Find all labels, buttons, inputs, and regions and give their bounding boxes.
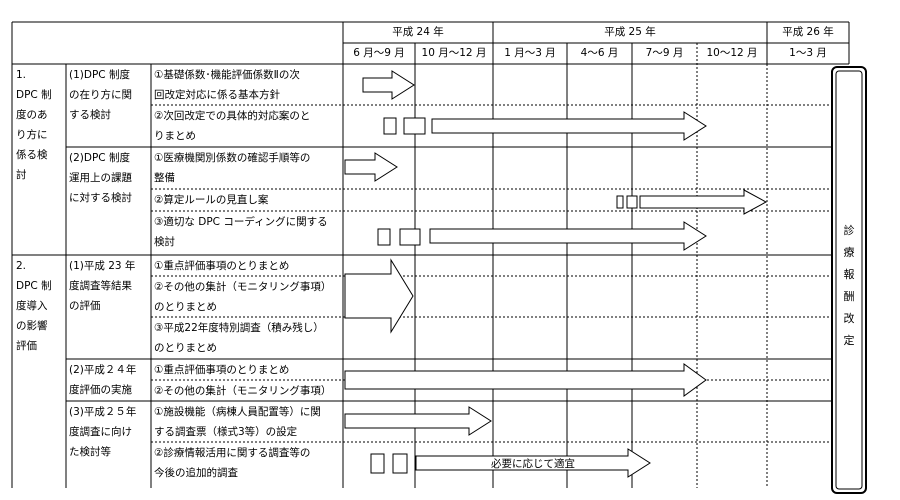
schedule-arrow [639, 189, 768, 215]
item-2-1-3: ③平成22年度特別調査（積み残し） のとりまとめ [154, 322, 324, 354]
period-label: 1 月～3 月 [504, 47, 556, 59]
schedule-arrow [429, 221, 707, 251]
period-label: 1～3 月 [789, 47, 827, 59]
item-1-1-1: ①基礎係数･機能評価係数Ⅱの次 回改定対応に係る基本方針 [154, 69, 300, 101]
schedule-arrow [362, 70, 415, 100]
period-box [370, 453, 385, 474]
period-box [616, 195, 624, 209]
revision-label: 診 療 報 酬 改 定 [843, 224, 855, 347]
arrow-note: 必要に応じて適宜 [491, 458, 575, 470]
schedule-arrow [431, 111, 707, 141]
item-1-2-2: ②算定ルールの見直し案 [154, 194, 269, 206]
period-label: 10 月～12 月 [421, 47, 487, 59]
revision-frame-inner [835, 70, 863, 490]
item-2-1-1: ①重点評価事項のとりまとめ [154, 260, 290, 272]
group-1-2-label: (2)DPC 制度 運用上の課題 に対する検討 [69, 152, 132, 204]
period-box [626, 195, 638, 209]
schedule-arrow [415, 448, 651, 478]
schedule-arrow [344, 363, 707, 397]
group-2-1-label: (1)平成 23 年 度調査等結果 の評価 [69, 260, 136, 312]
period-box [403, 117, 426, 135]
section-2-label: 2. DPC 制 度導入 の影響 評価 [16, 260, 52, 352]
item-2-1-2: ②その他の集計（モニタリング事項） のとりまとめ [154, 281, 332, 313]
period-box [392, 453, 408, 474]
year-label-h24: 平成 24 年 [392, 26, 444, 38]
period-label: 6 月～9 月 [353, 47, 405, 59]
schedule-arrow [344, 258, 414, 334]
item-1-2-1: ①医療機関別係数の確認手順等の 整備 [154, 152, 311, 184]
period-label: 4～6 月 [580, 47, 619, 59]
period-box [399, 228, 421, 246]
item-2-3-1: ①施設機能（病棟人員配置等）に関 する調査票（様式3等）の設定 [154, 406, 321, 438]
schedule-arrow [344, 406, 492, 436]
period-box [377, 228, 391, 246]
item-2-2-2: ②その他の集計（モニタリング事項） [154, 385, 332, 397]
year-label-h26: 平成 26 年 [782, 26, 834, 38]
year-label-h25: 平成 25 年 [604, 26, 656, 38]
schedule-arrow [344, 152, 398, 182]
item-1-1-2: ②次回改定での具体的対応案のと りまとめ [154, 110, 311, 142]
revision-frame [831, 66, 867, 494]
group-2-3-label: (3)平成２５年 度調査に向け た検討等 [69, 406, 137, 458]
period-box [383, 117, 397, 135]
group-1-1-label: (1)DPC 制度 の在り方に関 する検討 [69, 69, 132, 121]
item-2-3-2: ②診療情報活用に関する調査等の 今後の追加的調査 [154, 447, 311, 479]
item-2-2-1: ①重点評価事項のとりまとめ [154, 364, 290, 376]
period-label: 7～9 月 [645, 47, 684, 59]
section-1-label: 1. DPC 制 度のあ り方に 係る検 討 [16, 69, 52, 181]
item-1-2-3: ③適切な DPC コーディングに関する 検討 [154, 216, 328, 248]
group-2-2-label: (2)平成２４年 度評価の実施 [69, 364, 137, 396]
period-label: 10～12 月 [706, 47, 758, 59]
